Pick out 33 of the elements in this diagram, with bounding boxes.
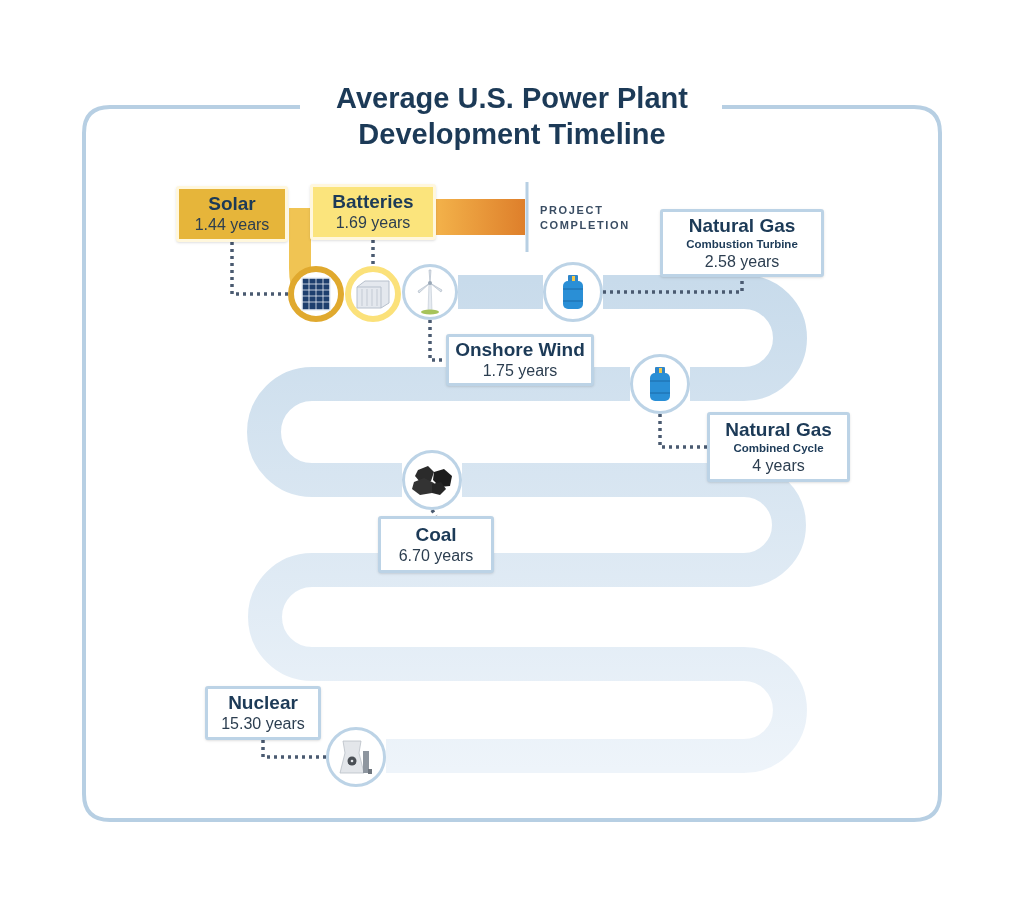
plant-type: Batteries (332, 191, 414, 213)
label-box (446, 334, 594, 386)
duration-text: 1.44 years (194, 215, 270, 235)
duration-text: 4 years (752, 455, 805, 476)
plant-type: Natural Gas (725, 418, 832, 441)
duration-text: 15.30 years (221, 714, 305, 734)
plant-type: Onshore Wind (455, 339, 585, 361)
timeline-road (247, 367, 630, 497)
duration-text: 2.58 years (704, 251, 780, 272)
duration-text: 1.69 years (335, 213, 411, 233)
leader-line (371, 240, 375, 266)
plant-type: Natural Gas (688, 214, 796, 237)
timeline-road (248, 463, 807, 773)
timeline-road (458, 275, 543, 309)
leader-line (430, 509, 438, 517)
leader-line (658, 414, 707, 449)
plant-type: Coal (415, 523, 457, 546)
plant-type: Solar (208, 193, 256, 215)
label-box (205, 686, 321, 740)
label-box (660, 209, 824, 277)
label-box (176, 186, 288, 242)
label-box (310, 184, 436, 240)
completion-label: PROJECT COMPLETION (540, 203, 631, 233)
plant-type: Nuclear (228, 692, 298, 714)
timeline-road (603, 275, 807, 401)
label-box (707, 412, 850, 482)
duration-text: 6.70 years (398, 545, 474, 566)
leader-line (261, 740, 326, 759)
leader-line (230, 242, 288, 296)
plant-subtype: Combustion Turbine (686, 236, 798, 252)
duration-text: 1.75 years (482, 361, 558, 381)
plant-subtype: Combined Cycle (733, 440, 824, 456)
label-box (378, 516, 494, 573)
